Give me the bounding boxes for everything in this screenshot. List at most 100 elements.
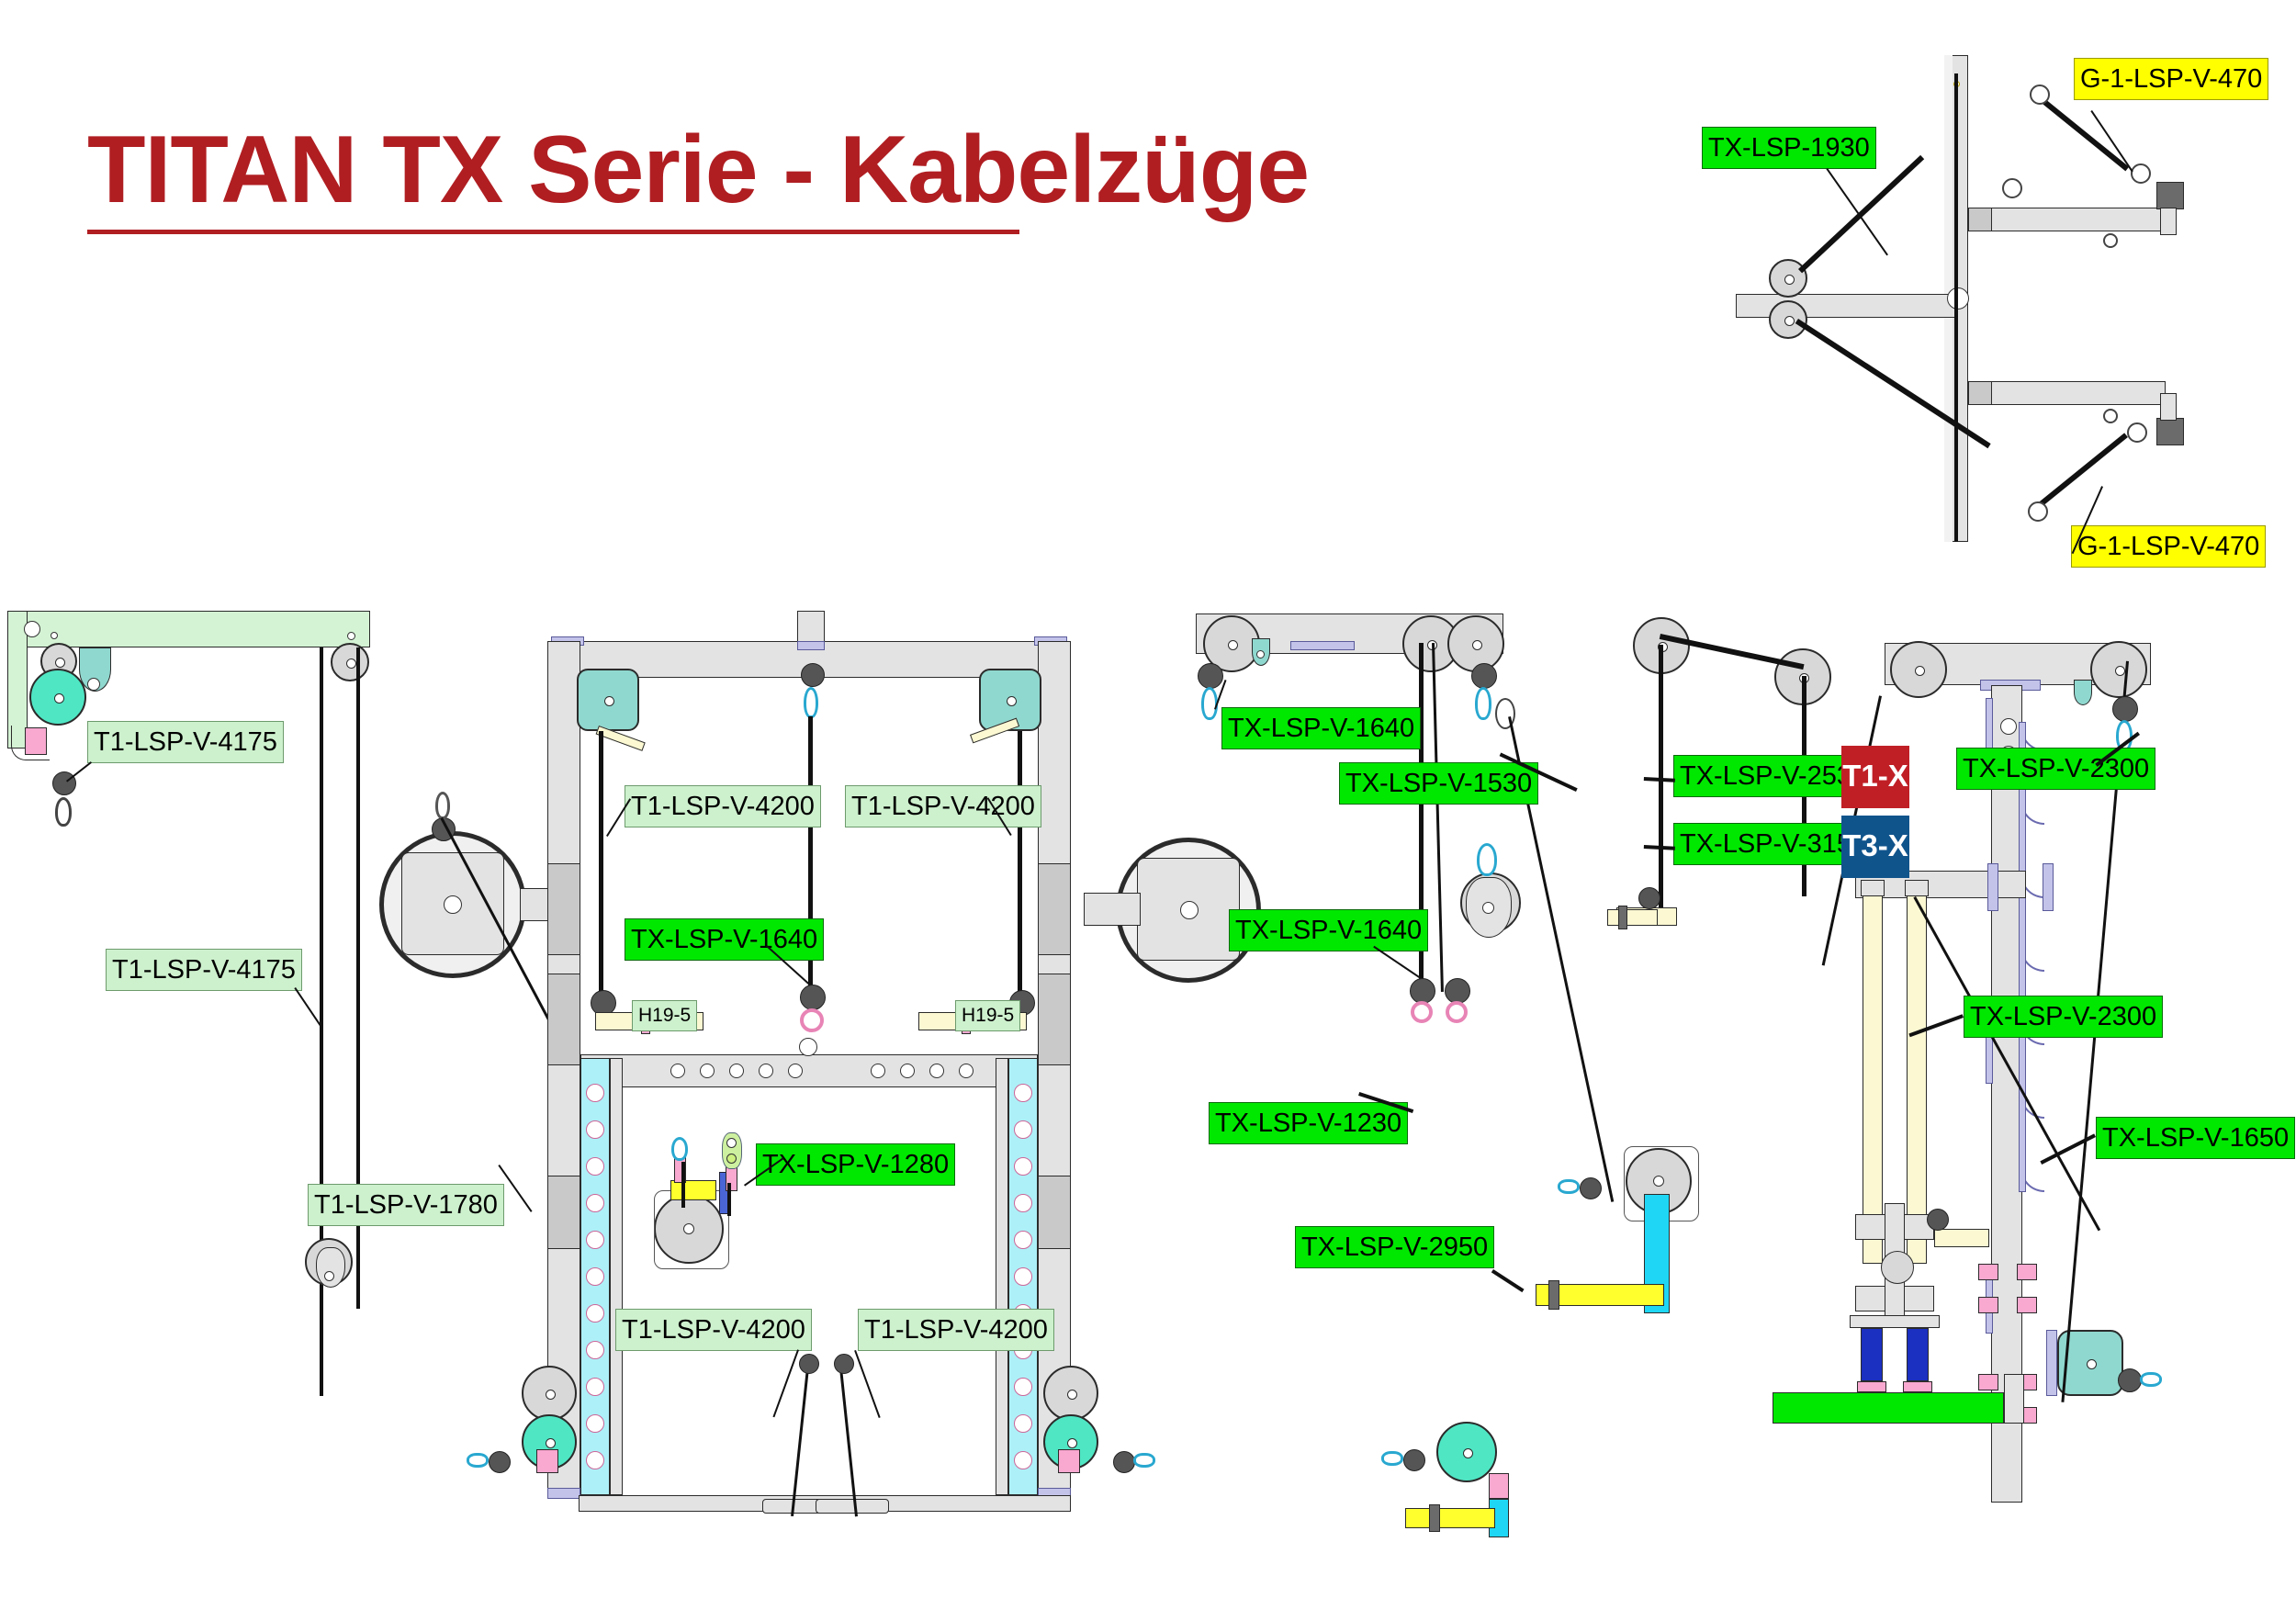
left-flywheel-carabiner	[435, 792, 450, 819]
rail-hole-r5	[1014, 1231, 1032, 1249]
fr-top-pulley-left	[1890, 641, 1947, 698]
fr-foot-blue-left	[1861, 1328, 1883, 1381]
rod-lower	[2035, 433, 2128, 510]
callout-tx-1640-mid-a[interactable]: TX-LSP-V-1640	[1221, 707, 1422, 749]
left-cable-vertical-b	[356, 647, 360, 1309]
callout-tx-1530[interactable]: TX-LSP-V-1530	[1339, 762, 1539, 805]
left-lower-pulley-hub	[324, 1271, 334, 1281]
mid-lower-winch-carab	[1558, 1179, 1580, 1194]
lower-arm-eyelet	[2103, 409, 2118, 423]
badge-t3-x[interactable]: T3-X	[1841, 816, 1909, 878]
rack-center-cable	[808, 716, 813, 992]
fr-lower-pulley	[2057, 1330, 2123, 1396]
mid-cable-a	[1419, 643, 1424, 987]
mid-beam-plate	[1290, 641, 1355, 650]
rail-hole-l3	[586, 1157, 604, 1176]
cable-mast-vertical	[1954, 73, 1958, 542]
fr-side-arm-plate-b	[2043, 863, 2054, 911]
lower-arm-endcap	[2156, 418, 2184, 445]
left-lower-bend	[11, 726, 50, 760]
rack-cable-left	[599, 731, 603, 997]
rack-upright-left	[547, 641, 580, 1495]
callout-g1-470-top[interactable]: G-1-LSP-V-470	[2074, 58, 2269, 100]
rail-hole-l11	[586, 1451, 604, 1469]
fr-main-post	[1991, 685, 2022, 1503]
center-winch-eye-hole-b	[726, 1154, 737, 1164]
callout-t1-4175-b[interactable]: T1-LSP-V-4175	[106, 949, 302, 991]
upper-arm-eyelet	[2002, 178, 2022, 198]
mid-bottom-pink	[1489, 1473, 1509, 1499]
fr-foot-pad-left	[1857, 1381, 1886, 1392]
rack-stop-left	[591, 990, 616, 1016]
leader-tx-2950	[1491, 1269, 1525, 1293]
fr-stack-bot-right	[1899, 1286, 1934, 1311]
title-underline	[87, 230, 1019, 234]
left-pulley-small-b	[331, 643, 369, 681]
rack-v-cable-left	[791, 1358, 810, 1517]
rack-mid-hole-8	[929, 1064, 944, 1078]
callout-t1-1780[interactable]: T1-LSP-V-1780	[308, 1184, 504, 1226]
callout-tx-2950[interactable]: TX-LSP-V-2950	[1295, 1226, 1495, 1268]
rack-center-stop-top	[801, 663, 825, 687]
rod-lower-eye-top	[2127, 422, 2147, 443]
mid-pulley-3	[1447, 615, 1504, 672]
callout-g1-470-bottom[interactable]: G-1-LSP-V-470	[2071, 525, 2267, 568]
callout-tx-1280[interactable]: TX-LSP-V-1280	[756, 1143, 956, 1186]
fr-pin-l3	[1978, 1374, 1998, 1390]
mid-block-hub	[1482, 902, 1494, 914]
rack-upright-right-seg2	[1038, 974, 1071, 1065]
mid-ring-1	[1411, 1001, 1433, 1023]
rod-upper	[2036, 95, 2130, 172]
upper-arm-endcap	[2156, 182, 2184, 209]
fr-post-hole-a	[2000, 718, 2017, 735]
callout-t1-4200-c[interactable]: T1-LSP-V-4200	[615, 1309, 812, 1351]
rail-hole-l9	[586, 1378, 604, 1396]
callout-t1-4200-a[interactable]: T1-LSP-V-4200	[625, 785, 821, 827]
left-bracket-teal	[79, 647, 111, 692]
rack-mid-hole-7	[900, 1064, 915, 1078]
upper-arm-eyelet-2	[2103, 233, 2118, 248]
fr-stack-plate-bottom	[1850, 1315, 1940, 1328]
callout-tx-lsp-1930[interactable]: TX-LSP-1930	[1702, 127, 1876, 169]
fr-handle-right-stop	[1927, 1209, 1949, 1231]
rack-upright-right-seg1	[1038, 863, 1071, 955]
callout-tx-1650[interactable]: TX-LSP-V-1650	[2096, 1117, 2296, 1159]
rack-upright-left-seg3	[547, 1176, 580, 1249]
mid-lower-collar	[1548, 1280, 1559, 1310]
callout-tx-2300-mid[interactable]: TX-LSP-V-2300	[1964, 996, 2164, 1038]
leader-t1-4175-a	[66, 761, 92, 782]
callout-t1-4200-b[interactable]: T1-LSP-V-4200	[845, 785, 1041, 827]
badge-t1-x[interactable]: T1-X	[1841, 746, 1909, 808]
callout-t1-4175-a[interactable]: T1-LSP-V-4175	[87, 721, 284, 763]
rack-upright-left-seg2	[547, 974, 580, 1065]
mid-flywheel-arm	[1084, 893, 1141, 926]
fr-pin-r1	[2017, 1264, 2037, 1280]
callout-tx-2300-top[interactable]: TX-LSP-V-2300	[1956, 748, 2156, 790]
lower-arm	[1968, 381, 2166, 405]
rail-hole-r11	[1014, 1451, 1032, 1469]
center-winch-carabiner	[671, 1137, 688, 1161]
pulley-bottom-left	[1769, 300, 1807, 339]
callout-tx-1230[interactable]: TX-LSP-V-1230	[1209, 1102, 1409, 1144]
rail-hole-l10	[586, 1414, 604, 1433]
left-carabiner	[55, 797, 72, 827]
upper-arm-post	[2160, 208, 2177, 235]
callout-tx-1640-mid-b[interactable]: TX-LSP-V-1640	[1229, 909, 1429, 951]
rod-lower-eye-bottom	[2028, 501, 2048, 522]
mid-stop-1	[1198, 663, 1223, 689]
mid-stop-3	[1410, 978, 1435, 1004]
rack-cable-right	[1018, 731, 1022, 997]
upper-arm-joint	[1968, 208, 1992, 231]
mid-stop-2	[1471, 663, 1497, 689]
callout-h19-5-right[interactable]: H19-5	[955, 1000, 1021, 1031]
fr-rod-cap-left	[1861, 880, 1885, 896]
fr-rod-cap-right	[1905, 880, 1929, 896]
lower-arm-post	[2160, 393, 2177, 421]
fr-top-pulley-right	[2090, 641, 2147, 698]
callout-h19-5-left[interactable]: H19-5	[632, 1000, 698, 1031]
fr-handle-right	[1934, 1229, 1989, 1247]
mid-bottom-carab	[1381, 1451, 1403, 1466]
fr-green-base	[1773, 1392, 2004, 1424]
callout-tx-1640-center[interactable]: TX-LSP-V-1640	[625, 918, 825, 961]
callout-t1-4200-d[interactable]: T1-LSP-V-4200	[858, 1309, 1054, 1351]
